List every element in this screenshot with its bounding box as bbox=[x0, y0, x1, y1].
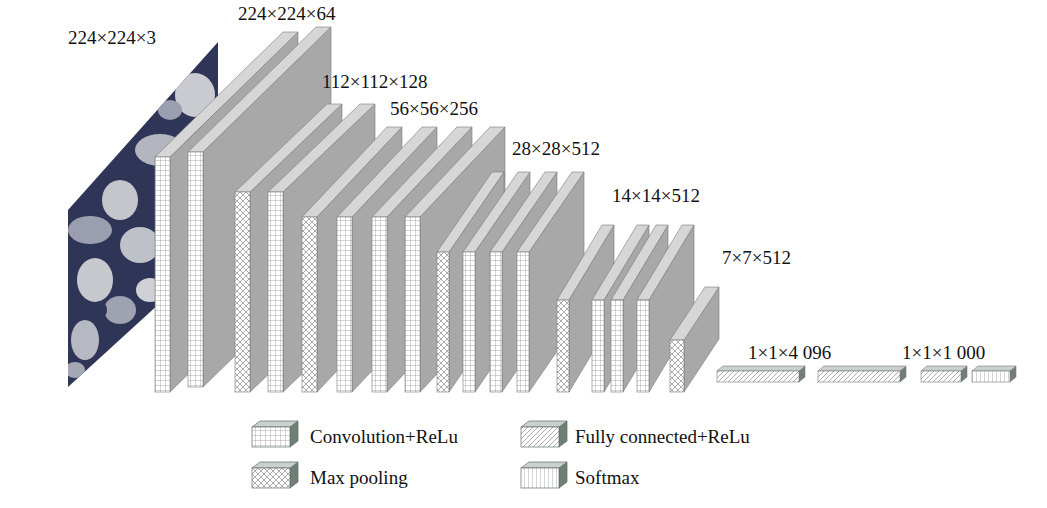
dimension-label: 224×224×64 bbox=[238, 2, 335, 26]
dimension-label: 7×7×512 bbox=[722, 246, 791, 270]
legend-text: Convolution+ReLu bbox=[310, 425, 458, 449]
dimension-label: 14×14×512 bbox=[612, 184, 700, 208]
dimension-label: 56×56×256 bbox=[390, 97, 478, 121]
dimension-label: 28×28×512 bbox=[512, 137, 600, 161]
legend-text: Softmax bbox=[575, 466, 639, 490]
legend-text: Max pooling bbox=[310, 466, 408, 490]
legend-swatches bbox=[252, 421, 567, 488]
layer-slabs bbox=[155, 27, 1016, 392]
input-image bbox=[60, 40, 225, 390]
dimension-label: 112×112×128 bbox=[322, 70, 428, 94]
legend-text: Fully connected+ReLu bbox=[575, 425, 750, 449]
dimension-label: 1×1×1 000 bbox=[902, 341, 985, 365]
dimension-label: 1×1×4 096 bbox=[748, 341, 831, 365]
dimension-label: 224×224×3 bbox=[68, 26, 156, 50]
